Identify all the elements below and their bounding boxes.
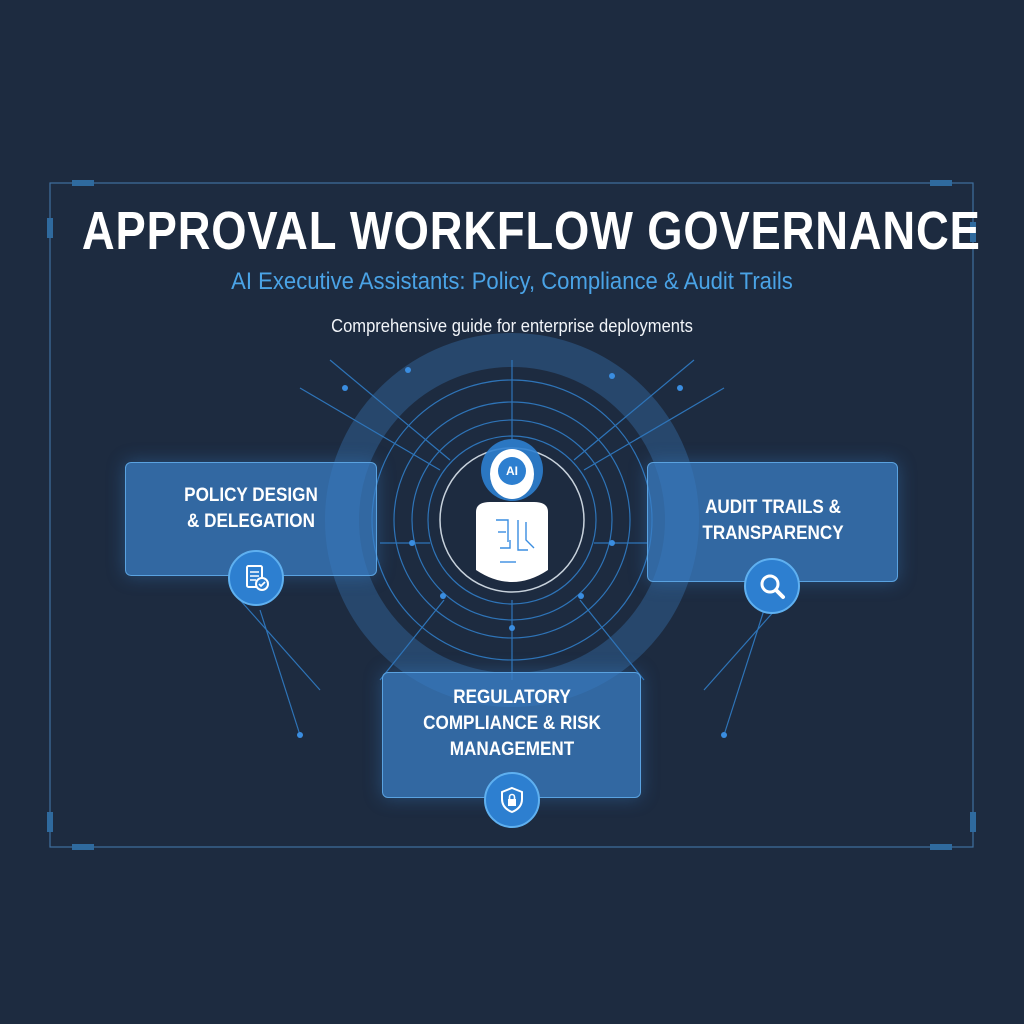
page-title: APPROVAL WORKFLOW GOVERNANCE bbox=[81, 201, 981, 261]
pillar-label: REGULATORY COMPLIANCE & RISK MANAGEMENT bbox=[422, 687, 601, 760]
page-subtitle: AI Executive Assistants: Policy, Complia… bbox=[231, 268, 793, 295]
pillar-label: AUDIT TRAILS & TRANSPARENCY bbox=[701, 497, 844, 544]
magnifier-icon bbox=[744, 558, 800, 614]
ai-badge-label: AI bbox=[506, 464, 518, 478]
ai-badge: AI bbox=[498, 457, 526, 485]
tagline: Comprehensive guide for enterprise deplo… bbox=[331, 316, 693, 336]
document-check-icon bbox=[228, 550, 284, 606]
shield-lock-icon bbox=[484, 772, 540, 828]
pillar-label: POLICY DESIGN & DELEGATION bbox=[184, 485, 318, 532]
